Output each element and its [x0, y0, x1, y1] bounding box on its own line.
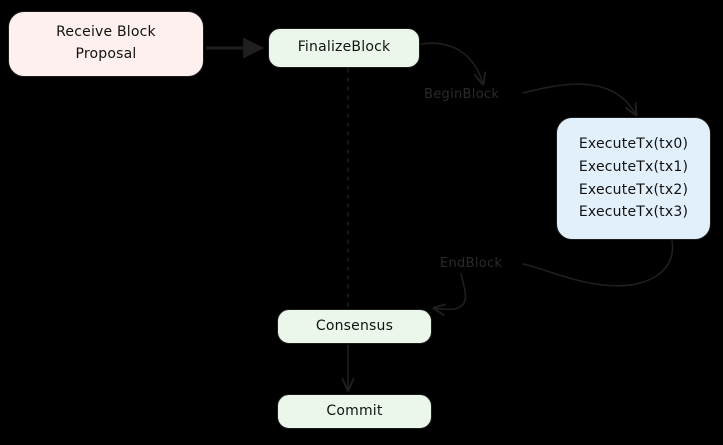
- node-receive-block-proposal[interactable]: Receive Block Proposal: [8, 11, 204, 77]
- node-execute-tx-line-0: ExecuteTx(tx0): [578, 136, 689, 153]
- edge-label-begin-block: BeginBlock: [424, 87, 500, 102]
- node-consensus[interactable]: Consensus: [277, 309, 432, 344]
- edge-endblock-to-consensus: [434, 273, 467, 309]
- node-execute-tx-line-2: ExecuteTx(tx2): [578, 181, 689, 198]
- edge-finalize-to-beginblock: [420, 42, 483, 84]
- node-consensus-label: Consensus: [315, 317, 394, 334]
- node-finalize-block[interactable]: FinalizeBlock: [268, 28, 420, 68]
- node-execute-tx[interactable]: ExecuteTx(tx0) ExecuteTx(tx1) ExecuteTx(…: [556, 117, 711, 240]
- node-commit[interactable]: Commit: [277, 394, 432, 429]
- node-commit-label: Commit: [326, 402, 383, 419]
- edge-execute-to-endblock: [522, 240, 674, 287]
- node-receive-block-proposal-label: Receive Block Proposal: [56, 24, 156, 62]
- node-execute-tx-line-3: ExecuteTx(tx3): [578, 204, 689, 221]
- node-execute-tx-line-1: ExecuteTx(tx1): [578, 158, 689, 175]
- node-finalize-block-label: FinalizeBlock: [297, 39, 391, 56]
- edge-label-end-block: EndBlock: [440, 256, 503, 271]
- edge-beginblock-to-execute: [522, 83, 636, 115]
